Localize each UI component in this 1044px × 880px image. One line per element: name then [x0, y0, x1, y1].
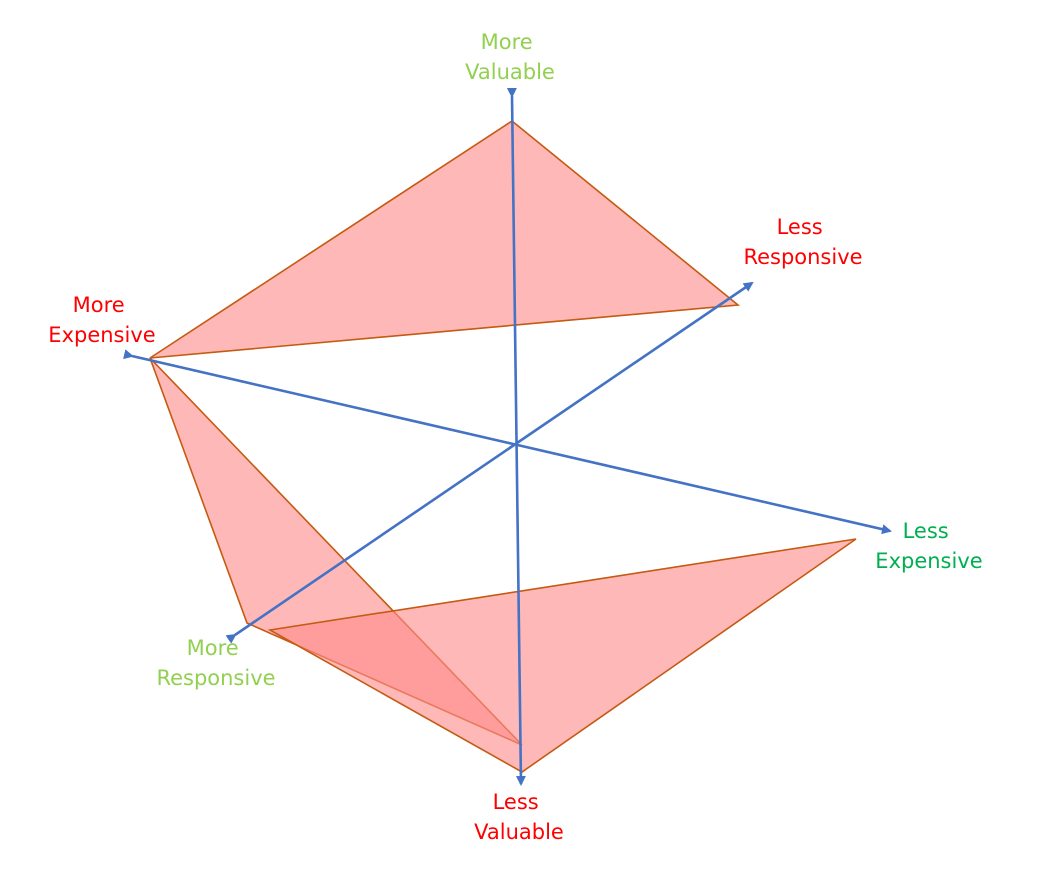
less-valuable-label: Less Valuable	[474, 790, 564, 844]
more-expensive-label: More Expensive	[48, 293, 155, 347]
less-responsive-label: Less Responsive	[743, 215, 862, 269]
responsive-axis	[225, 281, 754, 644]
more-responsive-label: More Responsive	[156, 636, 275, 690]
upper-triangle	[149, 120, 741, 359]
less-expensive-label: Less Expensive	[875, 519, 982, 573]
more-valuable-label: More Valuable	[465, 30, 555, 84]
